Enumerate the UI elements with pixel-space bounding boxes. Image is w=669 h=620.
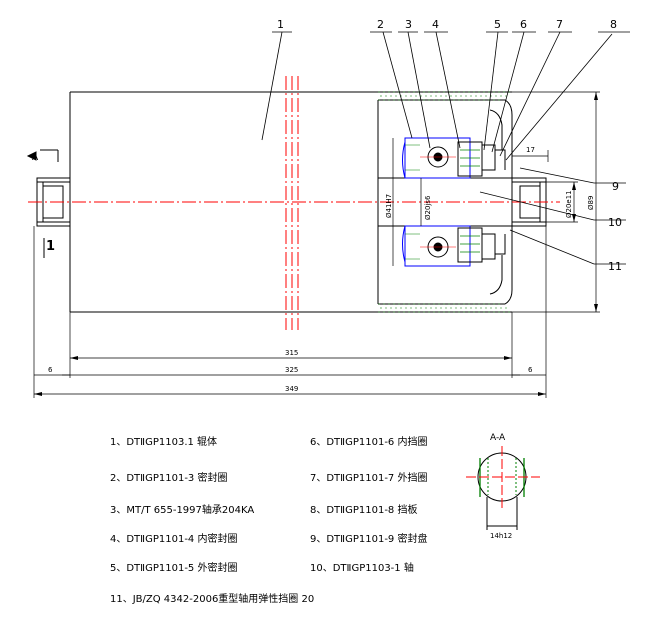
tube-wall-hatch [378, 91, 512, 313]
dim-325: 325 [285, 366, 298, 374]
section-view [466, 446, 540, 530]
part-label-8: 8 [610, 18, 617, 31]
dim-349: 349 [285, 385, 298, 393]
parts-list-item: 2、DTⅡGP1101-3 密封圈 [110, 473, 228, 484]
section-labels: A 1 A-A [32, 153, 506, 443]
parts-list-item: 11、JB/ZQ 4342-2006重型轴用弹性挡圈 20 [110, 594, 315, 605]
dim-phi20e11: Ø20e11 [565, 190, 573, 218]
dim-17: 17 [526, 146, 535, 154]
section-mark-number: 1 [46, 239, 55, 254]
dim-phi20js6: Ø20js6 [424, 195, 432, 220]
parts-list-item: 4、DTⅡGP1101-4 内密封圈 [110, 534, 238, 545]
dim-315: 315 [285, 349, 298, 357]
part-label-5: 5 [494, 18, 501, 31]
part-label-7: 7 [556, 18, 563, 31]
parts-list-item: 8、DTⅡGP1101-8 挡板 [310, 505, 418, 516]
part-label-10: 10 [608, 216, 622, 229]
part-number-labels: 1 2 3 4 5 6 7 8 9 10 11 [277, 18, 622, 273]
parts-list-item: 5、DTⅡGP1101-5 外密封圈 [110, 563, 238, 574]
parts-list-item: 10、DTⅡGP1103-1 轴 [310, 563, 414, 574]
part-label-11: 11 [608, 260, 622, 273]
part-label-6: 6 [520, 18, 527, 31]
dim-phi89: Ø89 [587, 196, 595, 210]
dim-14h12: 14h12 [490, 532, 512, 540]
center-lines [28, 76, 560, 330]
section-view-title: A-A [490, 433, 506, 443]
part-label-2: 2 [377, 18, 384, 31]
parts-list-item: 7、DTⅡGP1101-7 外挡圈 [310, 473, 428, 484]
dim-6-left: 6 [48, 366, 53, 374]
bearing-hatch [405, 144, 420, 260]
bearing-balls [420, 146, 456, 258]
section-mark-letter: A [32, 153, 39, 163]
bearing-housing [402, 137, 471, 267]
dim-phi41: Ø41H7 [385, 194, 393, 218]
part-label-9: 9 [612, 180, 619, 193]
dimension-lines [33, 91, 600, 398]
part-label-1: 1 [277, 18, 284, 31]
parts-list-item: 6、DTⅡGP1101-6 内挡圈 [310, 437, 428, 448]
part-label-4: 4 [432, 18, 439, 31]
part-label-3: 3 [405, 18, 412, 31]
dim-6-right: 6 [528, 366, 533, 374]
dimension-labels: 315 325 349 6 6 17 Ø41H7 Ø20js6 Ø20e11 Ø… [48, 146, 595, 540]
arrow-heads [34, 92, 598, 396]
section-mark-left [26, 149, 59, 258]
parts-list-item: 3、MT/T 655-1997轴承204KA [110, 505, 255, 516]
parts-list-item: 9、DTⅡGP1101-9 密封盘 [310, 534, 428, 545]
leader-lines [261, 31, 630, 265]
seals [457, 141, 506, 263]
parts-list-item: 1、DTⅡGP1103.1 辊体 [110, 437, 218, 448]
